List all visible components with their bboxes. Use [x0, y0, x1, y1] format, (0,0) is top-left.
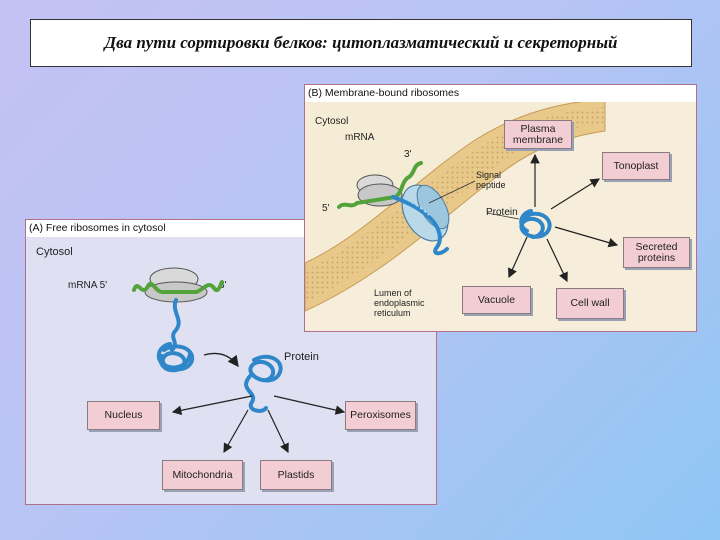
panel-b-lumen-label: Lumen of endoplasmic reticulum [374, 288, 425, 318]
box-secreted-proteins: Secreted proteins [623, 237, 690, 268]
lumen-protein [519, 209, 552, 239]
box-mitochondria: Mitochondria [162, 460, 243, 490]
box-plastids: Plastids [260, 460, 332, 490]
panel-b-diagram [305, 97, 696, 331]
panel-b-5prime-label: 5' [322, 203, 330, 214]
panel-a-mrna-label: mRNA 5' [68, 280, 108, 291]
panel-membrane-ribosomes: (B) Membrane-bound ribosomes Cytosol mRN… [304, 84, 697, 332]
nascent-protein [170, 298, 181, 352]
mrna-strand-b [337, 161, 423, 209]
box-cell-wall: Cell wall [556, 288, 624, 319]
panel-b-protein-label: Protein [486, 207, 518, 218]
folded-protein-2 [244, 354, 283, 413]
box-nucleus: Nucleus [87, 401, 160, 430]
slide-title: Два пути сортировки белков: цитоплазмати… [104, 33, 618, 52]
box-vacuole: Vacuole [462, 286, 531, 314]
folded-protein-1 [156, 342, 195, 373]
panel-a-3prime-label: 3' [219, 280, 227, 291]
panel-b-signal-peptide-label: Signal peptide [476, 170, 506, 190]
signal-peptide-chain [391, 195, 449, 256]
panel-b-header: (B) Membrane-bound ribosomes [305, 85, 696, 102]
panel-b-mrna-label: mRNA [345, 132, 375, 143]
panel-b-3prime-label: 3' [404, 149, 412, 160]
box-plasma-membrane: Plasma membrane [504, 120, 572, 149]
box-tonoplast: Tonoplast [602, 152, 670, 180]
box-peroxisomes: Peroxisomes [345, 401, 416, 430]
panel-a-protein-label: Protein [284, 351, 319, 363]
mrna-strand [132, 280, 224, 295]
panel-a-diagram [132, 267, 346, 454]
panel-b-cytosol-label: Cytosol [315, 116, 349, 127]
panel-a-cytosol-label: Cytosol [36, 246, 73, 258]
title-box: Два пути сортировки белков: цитоплазмати… [30, 19, 692, 67]
